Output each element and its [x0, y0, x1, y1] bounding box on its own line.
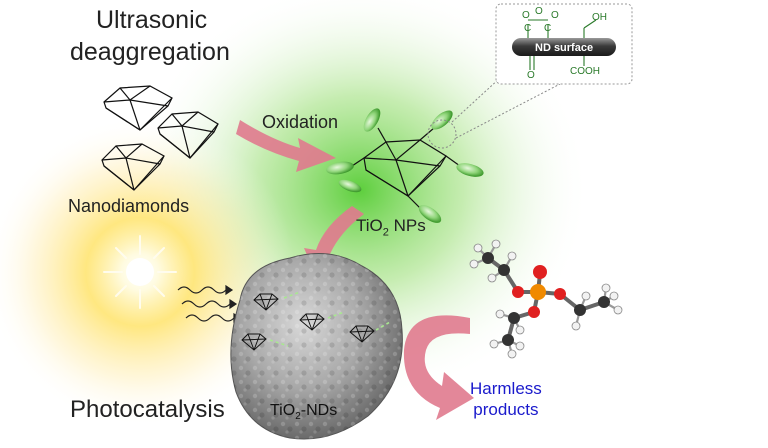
tio2-nds-label: TiO2-NDs: [270, 402, 338, 423]
harmless-line-2: products: [473, 400, 539, 419]
chem-oh: OH: [592, 12, 607, 23]
degradation-arrow: [403, 315, 474, 420]
functional-group-lobe: [363, 108, 381, 132]
nanodiamond-icon: [103, 85, 173, 131]
title-line-2: deaggregation: [70, 38, 230, 66]
chem-c-right: C: [544, 23, 552, 34]
nd-surface-label: ND surface: [535, 42, 594, 54]
functional-group-lobe: [338, 179, 362, 193]
tio2-nd-sphere: [230, 253, 403, 440]
oxidation-arrow: [236, 120, 336, 172]
chem-o-top-mid: O: [535, 6, 543, 17]
harmless-line-1: Harmless: [470, 379, 542, 398]
chem-o-top-right: O: [551, 10, 559, 21]
oxidation-label: Oxidation: [262, 112, 339, 132]
photocatalysis-label: Photocatalysis: [70, 396, 225, 423]
zoom-circle: [427, 119, 457, 149]
molecule-model: [469, 239, 623, 359]
nanodiamonds-label: Nanodiamonds: [68, 196, 190, 216]
chem-o-top-left: O: [522, 10, 530, 21]
title-line-1: Ultrasonic: [96, 6, 208, 34]
chem-cooh: COOH: [570, 66, 600, 77]
nd-surface-pill: [512, 38, 616, 56]
nanodiamond-icon: [101, 143, 165, 191]
sun-icon: [103, 235, 177, 309]
nanodiamond-icon: [157, 111, 219, 159]
chem-c-left: C: [524, 23, 532, 34]
functional-group-lobe: [326, 161, 354, 175]
functional-group-lobe: [456, 163, 484, 177]
tio2-nps-label: TiO2 NPs: [356, 216, 426, 239]
harmless-products-label: Harmless products: [470, 378, 542, 420]
chem-o-bottom: O: [527, 70, 535, 81]
functional-group-lobe: [418, 205, 442, 223]
